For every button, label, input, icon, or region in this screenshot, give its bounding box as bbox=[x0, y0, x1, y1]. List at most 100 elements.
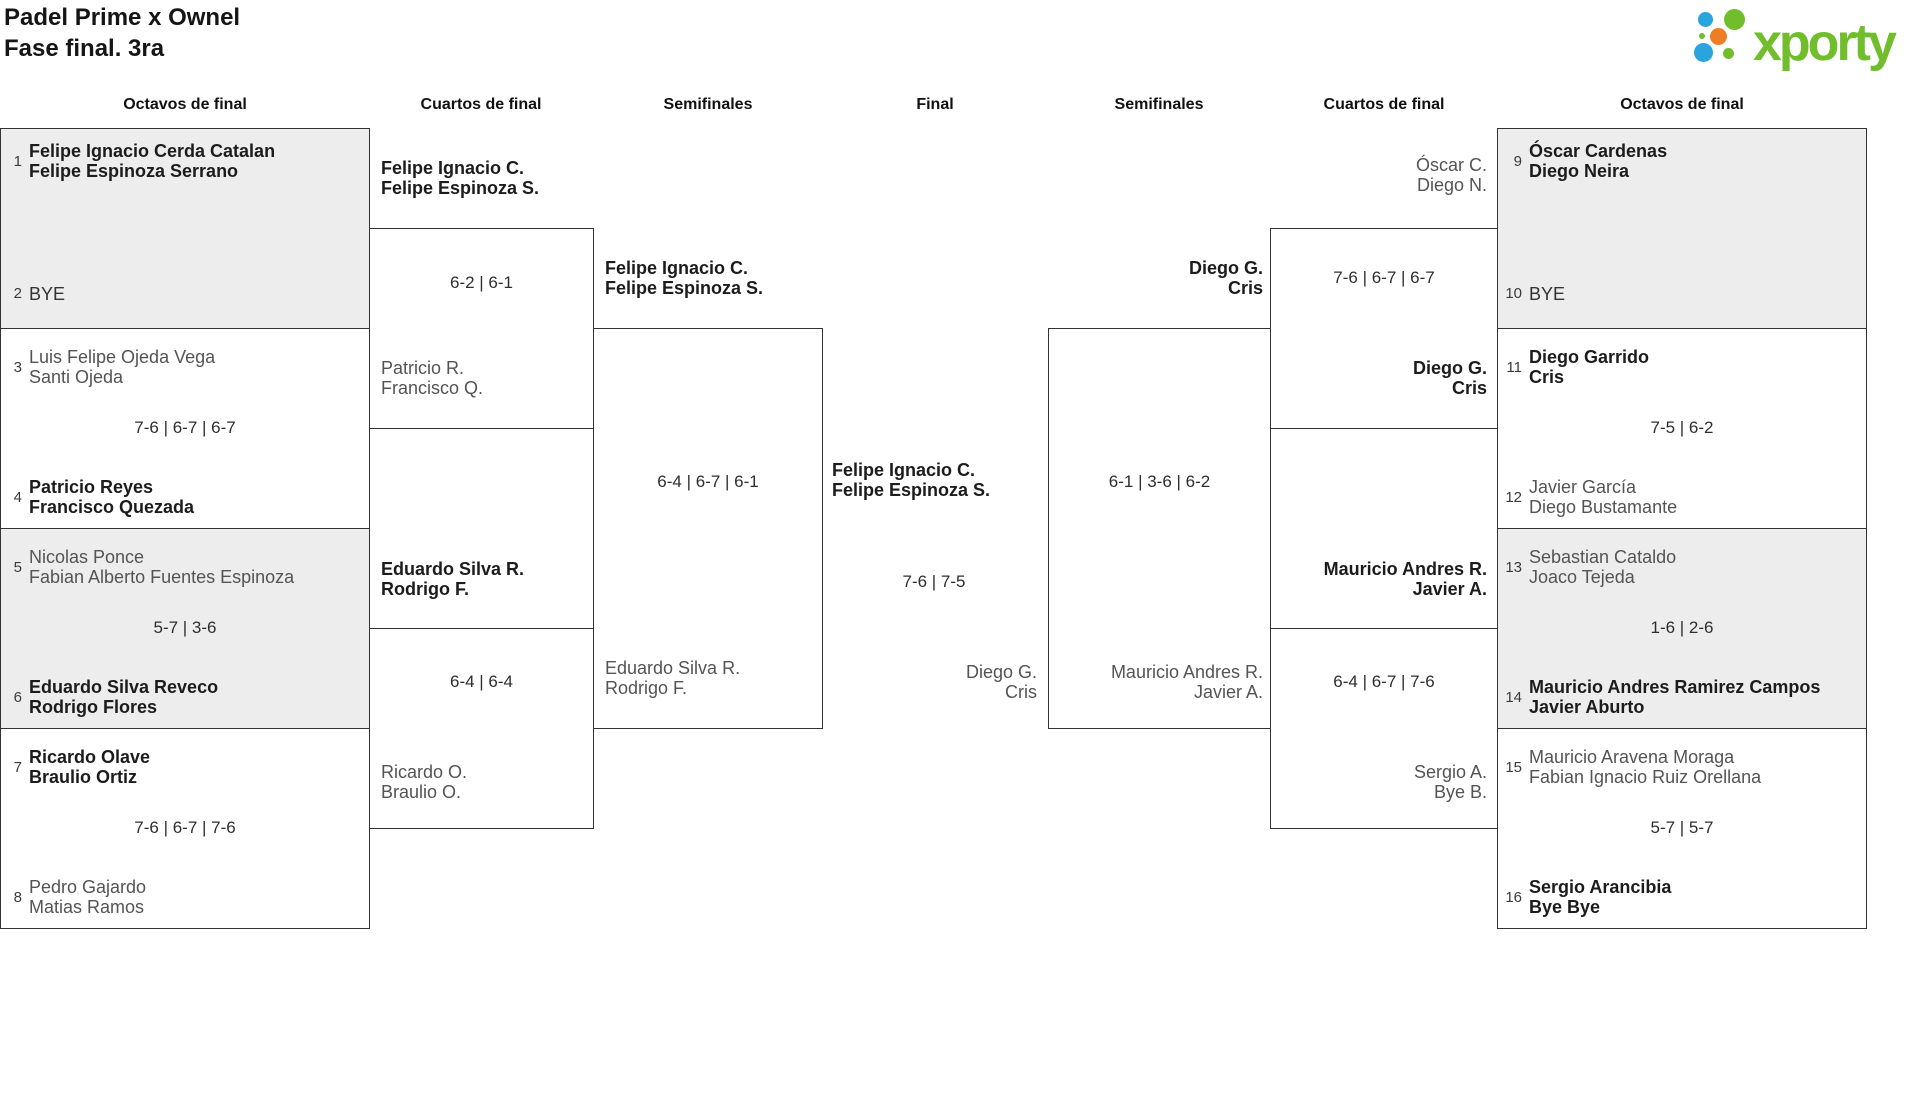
score-octavos-3: 5-7 | 3-6 bbox=[153, 618, 217, 637]
logo-dot-green-tiny bbox=[1699, 33, 1705, 39]
tournament-subtitle: Fase final. 3ra bbox=[4, 35, 165, 62]
team-cuartos2-b: Ricardo O. Braulio O. bbox=[381, 762, 467, 802]
seed-number: 5 bbox=[13, 559, 22, 576]
player-line: Felipe Espinoza S. bbox=[605, 278, 764, 298]
player-line: Felipe Espinoza S. bbox=[832, 480, 991, 500]
player-line: Felipe Ignacio Cerda Catalan bbox=[29, 141, 276, 161]
player-line: Cris bbox=[1451, 378, 1487, 398]
player-line: Patricio R. bbox=[381, 358, 465, 378]
match-box-cuartos-3 bbox=[1270, 228, 1498, 429]
team-octavos4-a: Ricardo Olave Braulio Ortiz bbox=[29, 747, 150, 787]
player-line: Ricardo O. bbox=[381, 762, 468, 782]
player-line: Fabian Alberto Fuentes Espinoza bbox=[29, 567, 295, 587]
team-octavos7-b: Mauricio Andres Ramirez Campos Javier Ab… bbox=[1529, 677, 1820, 717]
tournament-title: Padel Prime x Ownel bbox=[4, 4, 241, 31]
player-line: Luis Felipe Ojeda Vega bbox=[29, 347, 216, 367]
match-box-octavos-6 bbox=[1497, 328, 1867, 529]
score-octavos-2: 7-6 | 6-7 | 6-7 bbox=[134, 418, 236, 437]
seed-number: 11 bbox=[1506, 359, 1522, 376]
match-box-octavos-7 bbox=[1497, 528, 1867, 729]
player-line: Diego Bustamante bbox=[1529, 497, 1678, 517]
player-line: Óscar C. bbox=[1415, 155, 1487, 175]
seed-number: 14 bbox=[1505, 689, 1522, 706]
match-box-cuartos-2 bbox=[369, 628, 594, 829]
team-cuartos1-b: Patricio R. Francisco Q. bbox=[381, 358, 483, 398]
seed-number: 7 bbox=[13, 759, 22, 776]
player-line: Diego G. bbox=[1412, 358, 1487, 378]
seed-number: 16 bbox=[1505, 889, 1522, 906]
round-header-octavos-right: Octavos de final bbox=[1620, 96, 1744, 113]
team-octavos5-b: BYE bbox=[1529, 284, 1565, 304]
player-line: Rodrigo F. bbox=[381, 579, 469, 599]
player-line: Diego Neira bbox=[1529, 161, 1630, 181]
player-line: Felipe Ignacio C. bbox=[381, 158, 525, 178]
player-line: Rodrigo Flores bbox=[29, 697, 158, 717]
logo-dot-green-large bbox=[1724, 9, 1745, 30]
player-line: Óscar Cardenas bbox=[1529, 141, 1668, 161]
team-octavos1-b: BYE bbox=[29, 284, 65, 304]
player-line: Javier Aburto bbox=[1529, 697, 1645, 717]
team-octavos8-a: Mauricio Aravena Moraga Fabian Ignacio R… bbox=[1529, 747, 1761, 787]
player-line: Javier A. bbox=[1412, 579, 1487, 599]
match-box-cuartos-4 bbox=[1270, 628, 1498, 829]
team-cuartos3-b: Diego G. Cris bbox=[1270, 358, 1487, 398]
seed-number: 4 bbox=[13, 489, 22, 506]
score-cuartos-4: 6-4 | 6-7 | 7-6 bbox=[1333, 672, 1435, 691]
match-box-octavos-2 bbox=[0, 328, 370, 529]
match-box-cuartos-1 bbox=[369, 228, 594, 429]
player-line: Bye B. bbox=[1433, 782, 1487, 802]
team-octavos2-b: Patricio Reyes Francisco Quezada bbox=[29, 477, 194, 517]
score-octavos-6: 7-5 | 6-2 bbox=[1650, 418, 1714, 437]
score-cuartos-1: 6-2 | 6-1 bbox=[449, 273, 513, 292]
player-line: BYE bbox=[29, 284, 66, 304]
round-header-semifinales-right: Semifinales bbox=[1114, 96, 1204, 113]
round-header-semifinales-left: Semifinales bbox=[663, 96, 753, 113]
team-cuartos4-a: Mauricio Andres R. Javier A. bbox=[1270, 559, 1487, 599]
player-line: Felipe Ignacio C. bbox=[832, 460, 976, 480]
player-line: Diego G. bbox=[1188, 258, 1263, 278]
player-line: Mauricio Andres R. bbox=[1323, 559, 1487, 579]
team-octavos8-b: Sergio Arancibia Bye Bye bbox=[1529, 877, 1671, 917]
seed-number: 10 bbox=[1505, 285, 1522, 302]
player-line: Felipe Ignacio C. bbox=[605, 258, 749, 278]
player-line: Cris bbox=[1005, 682, 1037, 702]
logo-dot-green-small bbox=[1723, 48, 1734, 59]
score-semifinal-1: 6-4 | 6-7 | 6-1 bbox=[657, 472, 759, 491]
team-octavos7-a: Sebastian Cataldo Joaco Tejeda bbox=[1529, 547, 1676, 587]
player-line: Fabian Ignacio Ruiz Orellana bbox=[1529, 767, 1762, 787]
round-header-cuartos-left: Cuartos de final bbox=[420, 96, 542, 113]
seed-number: 3 bbox=[13, 359, 22, 376]
team-octavos6-b: Javier García Diego Bustamante bbox=[1529, 477, 1677, 517]
match-box-semifinal-2 bbox=[1048, 328, 1271, 729]
player-line: Pedro Gajardo bbox=[29, 877, 147, 897]
team-semifinal1-b: Eduardo Silva R. Rodrigo F. bbox=[605, 658, 740, 698]
player-line: Sebastian Cataldo bbox=[1529, 547, 1677, 567]
match-box-octavos-4 bbox=[0, 728, 370, 929]
player-line: Diego Garrido bbox=[1529, 347, 1650, 367]
player-line: Felipe Espinoza Serrano bbox=[29, 161, 239, 181]
logo-wordmark: xporty bbox=[1753, 14, 1897, 72]
team-cuartos4-b: Sergio A. Bye B. bbox=[1270, 762, 1487, 802]
player-line: Mauricio Andres Ramirez Campos bbox=[1529, 677, 1821, 697]
team-octavos3-a: Nicolas Ponce Fabian Alberto Fuentes Esp… bbox=[29, 547, 294, 587]
player-line: Francisco Quezada bbox=[29, 497, 195, 517]
player-line: Rodrigo F. bbox=[605, 678, 688, 698]
xporty-logo[interactable]: xporty bbox=[1690, 2, 1912, 84]
player-line: Nicolas Ponce bbox=[29, 547, 145, 567]
player-line: Eduardo Silva R. bbox=[605, 658, 741, 678]
team-cuartos1-a: Felipe Ignacio C. Felipe Espinoza S. bbox=[381, 158, 539, 198]
round-header-octavos-left: Octavos de final bbox=[123, 96, 247, 113]
player-line: Diego G. bbox=[965, 662, 1037, 682]
player-line: Cris bbox=[1227, 278, 1263, 298]
player-line: Javier García bbox=[1529, 477, 1637, 497]
player-line: Cris bbox=[1529, 367, 1565, 387]
seed-number: 9 bbox=[1513, 153, 1522, 170]
team-final-b: Diego G. Cris bbox=[822, 662, 1037, 702]
player-line: Mauricio Aravena Moraga bbox=[1529, 747, 1735, 767]
player-line: Santi Ojeda bbox=[29, 367, 124, 387]
team-octavos3-b: Eduardo Silva Reveco Rodrigo Flores bbox=[29, 677, 218, 717]
seed-number: 15 bbox=[1505, 759, 1522, 776]
player-line: Joaco Tejeda bbox=[1529, 567, 1635, 587]
team-octavos5-a: Óscar Cardenas Diego Neira bbox=[1529, 141, 1667, 181]
